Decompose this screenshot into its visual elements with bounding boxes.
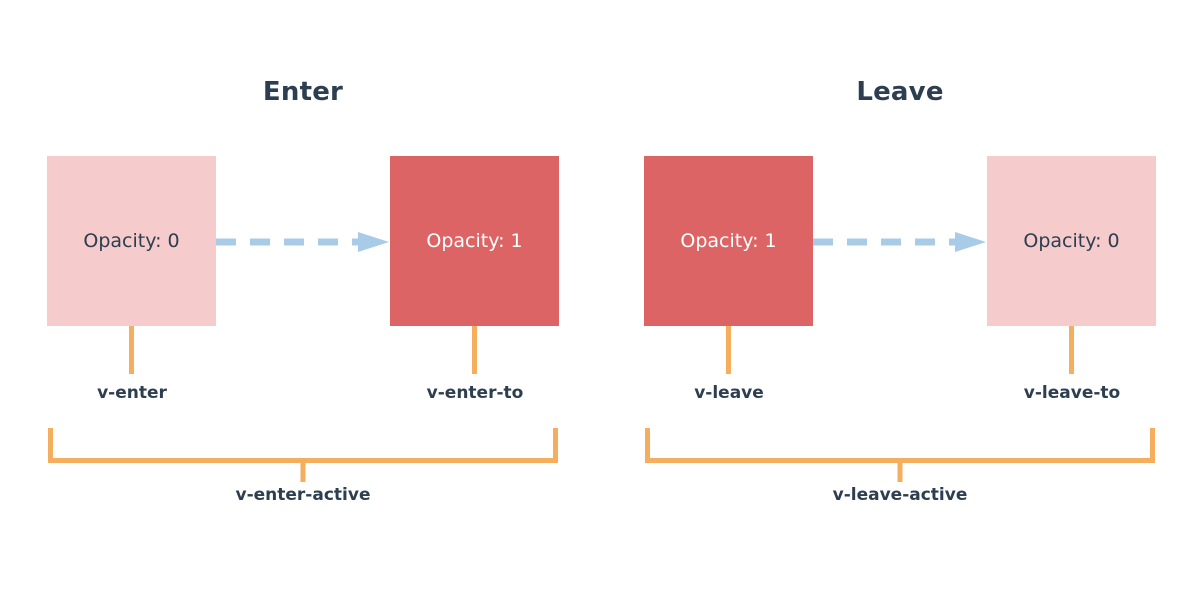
- connector-line-v-leave: [726, 326, 731, 374]
- panel-enter: Enter Opacity: 0 Opacity: 1 v-enter v-en…: [47, 0, 559, 600]
- state-box-label: Opacity: 1: [680, 230, 777, 252]
- connector-line-v-enter-to: [472, 326, 477, 374]
- class-label-v-leave: v-leave: [694, 383, 764, 403]
- state-box-label: Opacity: 0: [83, 230, 180, 252]
- active-bracket-leave: [644, 427, 1156, 483]
- active-bracket-enter: [47, 427, 559, 483]
- transition-arrow-enter: [216, 231, 390, 253]
- state-box-v-enter: Opacity: 0: [47, 156, 216, 326]
- state-box-label: Opacity: 1: [426, 230, 523, 252]
- state-box-v-leave: Opacity: 1: [644, 156, 813, 326]
- panel-title-leave: Leave: [856, 77, 944, 107]
- connector-line-v-enter: [129, 326, 134, 374]
- class-label-v-enter-active: v-enter-active: [235, 485, 371, 505]
- class-label-v-leave-to: v-leave-to: [1023, 383, 1121, 403]
- state-box-label: Opacity: 0: [1023, 230, 1120, 252]
- class-label-v-enter-to: v-enter-to: [426, 383, 524, 403]
- transition-arrow-leave: [813, 231, 987, 253]
- panel-title-enter: Enter: [262, 77, 344, 107]
- state-box-v-enter-to: Opacity: 1: [390, 156, 559, 326]
- class-label-v-enter: v-enter: [97, 383, 167, 403]
- panel-leave: Leave Opacity: 1 Opacity: 0 v-leave v-le…: [644, 0, 1156, 600]
- state-box-v-leave-to: Opacity: 0: [987, 156, 1156, 326]
- connector-line-v-leave-to: [1069, 326, 1074, 374]
- class-label-v-leave-active: v-leave-active: [832, 485, 968, 505]
